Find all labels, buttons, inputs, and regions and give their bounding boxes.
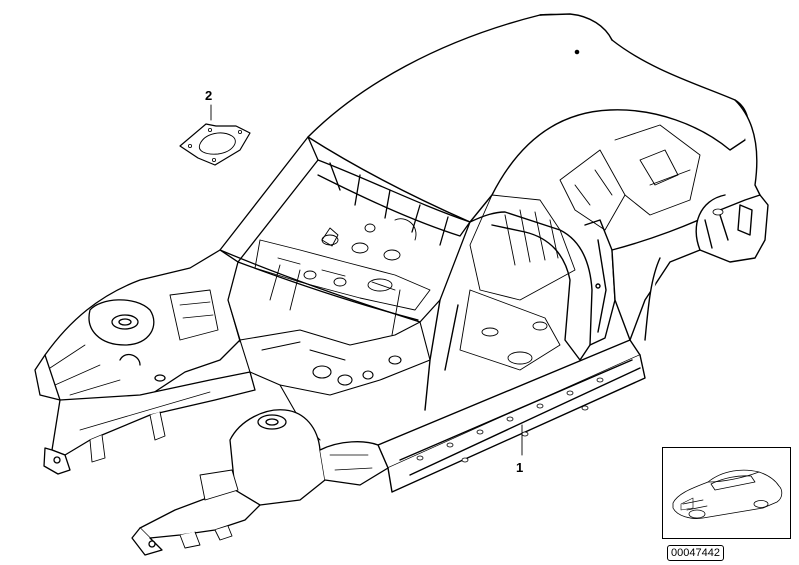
side-sill	[377, 339, 646, 493]
reference-number: 00047442	[667, 545, 724, 561]
car-thumbnail	[662, 447, 791, 539]
callout-leaders	[210, 104, 523, 456]
rear-cabin-area	[459, 124, 701, 371]
front-structure	[34, 249, 241, 406]
callout-label-1: 1	[516, 460, 524, 475]
rear-quarter-panel	[611, 99, 769, 341]
callout-label-2: 2	[205, 88, 213, 103]
front-frame-rail-left	[43, 371, 256, 475]
windshield-frame	[219, 136, 471, 323]
front-floor-area	[254, 218, 431, 336]
front-frame-rail-right	[131, 469, 261, 556]
gasket-plate	[179, 123, 251, 166]
car-icon	[672, 469, 783, 519]
front-strut-tower-right	[229, 409, 389, 506]
roof-panel	[307, 13, 750, 223]
